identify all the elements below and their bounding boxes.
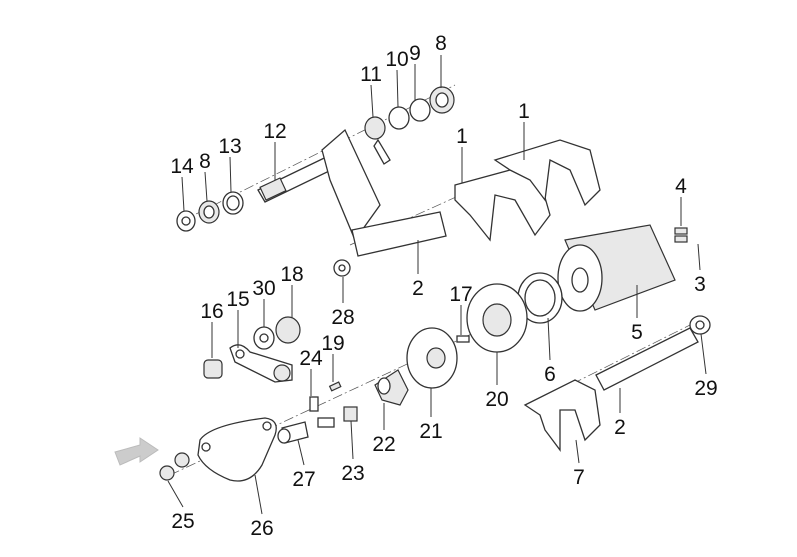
callout-29: 29 [694,377,717,400]
washer-30 [253,326,275,350]
shift-fork-1-right [493,139,601,207]
callout-17: 17 [449,283,472,306]
star-gear-22 [374,369,409,406]
callout-20: 20 [485,388,508,411]
callout-21: 21 [419,420,442,443]
callout-14: 14 [170,155,194,178]
callout-24: 24 [299,347,323,370]
callout-15: 15 [226,288,249,311]
pin-17 [456,335,470,343]
washer-10 [388,106,410,130]
callout-30: 30 [252,277,275,300]
shift-shaft-12 [257,128,381,242]
callout-4: 4 [675,175,687,198]
cover-plate-26 [197,417,277,482]
callout-27: 27 [292,468,315,491]
washer-29 [689,315,711,335]
washer-6 [517,272,563,324]
callout-8: 8 [435,32,447,55]
callout-labels: 8 9 10 11 12 13 8 14 1 1 4 3 2 28 17 5 1… [170,32,717,540]
callout-8-left: 8 [199,150,211,173]
fork-shaft-2-lower [595,327,699,391]
callout-10: 10 [385,48,408,71]
pivot-bolt-27 [277,421,309,444]
pin-24 [309,396,319,412]
callout-26: 26 [250,517,273,540]
callout-7: 7 [573,466,585,489]
callout-23: 23 [341,462,364,485]
callout-18: 18 [280,263,303,286]
cam-plate-21 [406,327,458,389]
bolt-16 [203,359,223,379]
callout-5: 5 [631,321,643,344]
shift-fork-7 [523,379,601,452]
bolt-25-upper [174,452,190,468]
callout-3: 3 [694,273,706,296]
screws-4 [674,227,688,243]
direction-arrow-icon [114,437,159,466]
callout-12: 12 [263,120,286,143]
callout-28: 28 [331,306,354,329]
lever-15 [229,344,293,383]
callout-2-upper: 2 [412,277,424,300]
callout-11: 11 [360,63,382,86]
washer-28 [333,259,351,277]
callout-22: 22 [372,433,395,456]
callout-16: 16 [200,300,223,323]
seal-11 [364,116,391,165]
callout-1-right: 1 [518,100,530,123]
bearing-20 [466,283,528,353]
callout-19: 19 [321,332,344,355]
bolt-25-lower [159,465,175,481]
fork-shaft-2-upper [351,211,447,257]
spring-18 [275,316,301,344]
callout-25: 25 [171,510,194,533]
callout-2-lower: 2 [614,416,626,439]
roller-23 [317,406,358,428]
washer-14 [176,210,196,232]
callout-6: 6 [544,363,556,386]
washer-13 [222,191,244,215]
washer-9 [409,98,431,122]
callout-9: 9 [409,42,421,65]
leader-lines [167,55,707,515]
shift-drum-5 [557,224,676,312]
spring-19 [328,381,342,392]
callout-13: 13 [218,135,241,158]
bearing-8-right [429,86,455,114]
callout-1-left: 1 [456,125,468,148]
bearing-8-left [198,200,220,224]
